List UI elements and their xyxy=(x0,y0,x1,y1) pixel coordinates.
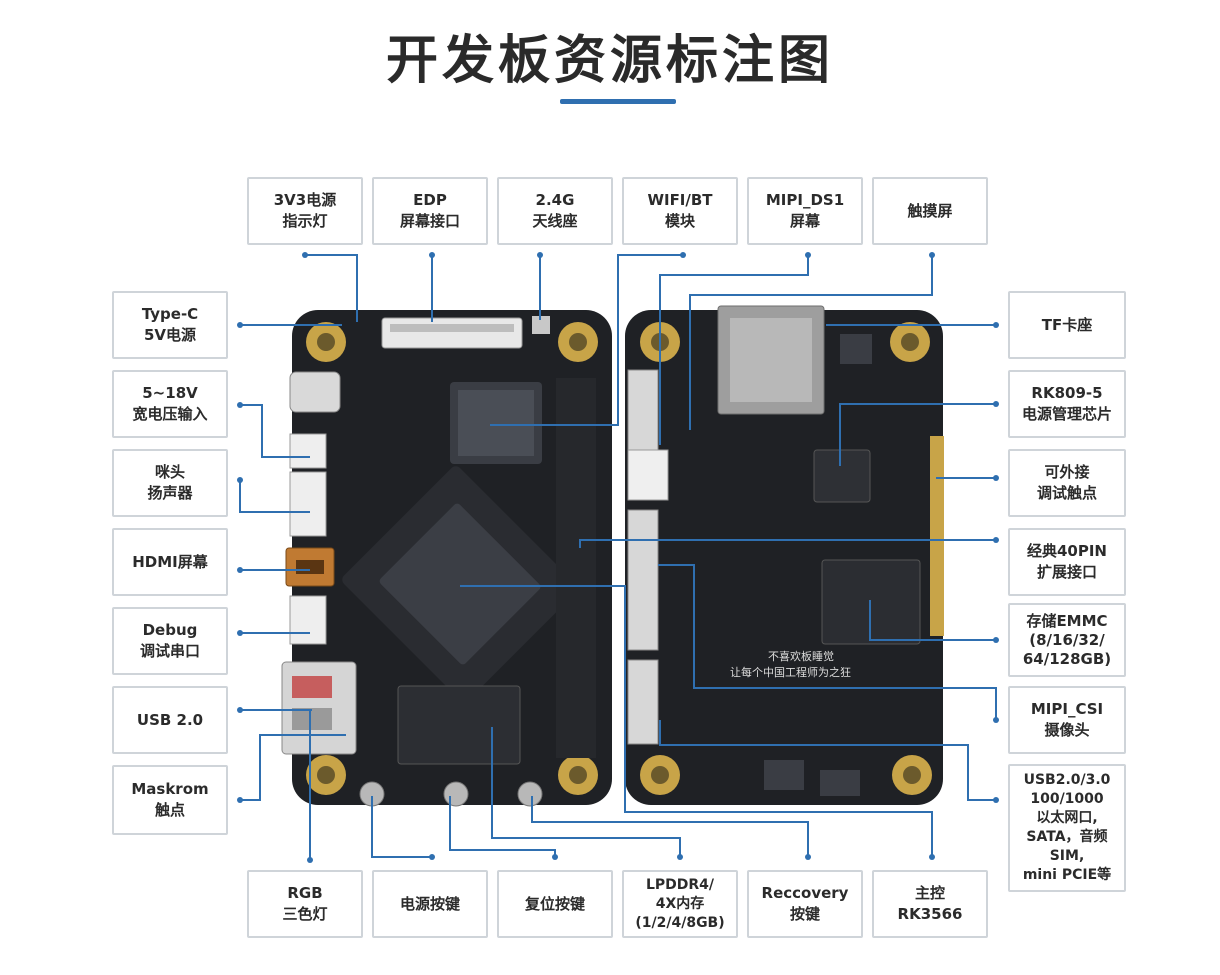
gpio-header-front xyxy=(556,378,596,758)
label-antenna: 2.4G 天线座 xyxy=(497,177,613,245)
label-reset-key: 复位按键 xyxy=(497,870,613,938)
leader-dots xyxy=(237,252,999,863)
test-points xyxy=(930,436,944,636)
leader-lines xyxy=(239,254,997,860)
label-mic-speaker: 咪头 扬声器 xyxy=(112,449,228,517)
label-maskrom: Maskrom 触点 xyxy=(112,765,228,835)
touch-connector xyxy=(627,449,669,501)
mipi-csi-connector xyxy=(627,509,659,651)
label-recovery-key: Reccovery 按键 xyxy=(747,870,863,938)
board-silk-line2: 让每个中国工程师为之狂 xyxy=(730,665,851,679)
label-usb: USB 2.0 xyxy=(112,686,228,754)
label-power-key: 电源按键 xyxy=(372,870,488,938)
label-mipi-dsi: MIPI_DS1 屏幕 xyxy=(747,177,863,245)
label-soc: 主控 RK3566 xyxy=(872,870,988,938)
label-pcie: USB2.0/3.0 100/1000 以太网口, SATA，音频 SIM, m… xyxy=(1008,764,1126,892)
label-lpddr: LPDDR4/ 4X内存 (1/2/4/8GB) xyxy=(622,870,738,938)
board-back-pcb xyxy=(625,310,943,805)
antenna-socket xyxy=(532,316,550,334)
board-front xyxy=(281,310,612,807)
board-silk-line1: 不喜欢板睡觉 xyxy=(768,649,834,663)
pcie-connector xyxy=(627,659,659,745)
edp-connector xyxy=(381,317,523,349)
label-emmc: 存储EMMC (8/16/32/ 64/128GB) xyxy=(1008,603,1126,677)
label-tf-card: TF卡座 xyxy=(1008,291,1126,359)
label-mipi-csi: MIPI_CSI 摄像头 xyxy=(1008,686,1126,754)
label-3v3-indicator: 3V3电源 指示灯 xyxy=(247,177,363,245)
recovery-button xyxy=(517,781,543,807)
page-title: 开发板资源标注图 xyxy=(385,31,834,91)
label-debug: Debug 调试串口 xyxy=(112,607,228,675)
label-gpio40: 经典40PIN 扩展接口 xyxy=(1008,528,1126,596)
label-typec: Type-C 5V电源 xyxy=(112,291,228,359)
typec-port xyxy=(289,371,341,413)
title-underline xyxy=(560,99,676,104)
label-test-points: 可外接 调试触点 xyxy=(1008,449,1126,517)
label-rk809: RK809-5 电源管理芯片 xyxy=(1008,370,1126,438)
lpddr-chip xyxy=(397,685,521,765)
board-back: 不喜欢板睡觉 让每个中国工程师为之狂 xyxy=(625,305,944,805)
rk809-chip xyxy=(813,449,871,503)
dc-connector xyxy=(289,433,327,469)
label-wifi-bt: WIFI/BT 模块 xyxy=(622,177,738,245)
label-rgb: RGB 三色灯 xyxy=(247,870,363,938)
label-hdmi: HDMI屏幕 xyxy=(112,528,228,596)
label-edp: EDP 屏幕接口 xyxy=(372,177,488,245)
mipi-dsi-connector xyxy=(627,369,659,451)
label-touch: 触摸屏 xyxy=(872,177,988,245)
label-dc-input: 5~18V 宽电压输入 xyxy=(112,370,228,438)
reset-button xyxy=(443,781,469,807)
mic-connector xyxy=(289,471,327,537)
debug-connector xyxy=(289,595,327,645)
